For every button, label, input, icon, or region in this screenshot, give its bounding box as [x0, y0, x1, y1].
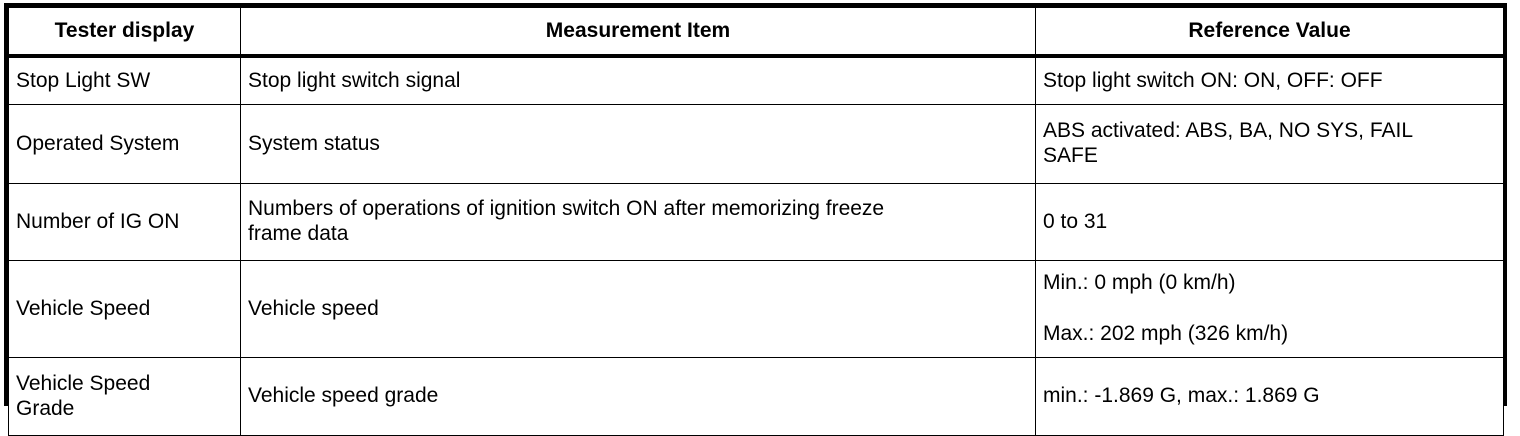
- measurement-table: Tester display Measurement Item Referenc…: [8, 7, 1504, 436]
- cell-text: Vehicle Speed: [16, 296, 151, 320]
- measurement-table-container: Tester display Measurement Item Referenc…: [4, 3, 1507, 436]
- table-row: Operated System System status ABS activa…: [8, 104, 1504, 184]
- cell-text: Vehicle speed grade: [248, 384, 439, 408]
- cell-text: Number of IG ON: [16, 209, 180, 233]
- cell-text: Numbers of operations of ignition switch…: [248, 197, 885, 245]
- cell-text: Vehicle speed: [248, 296, 379, 320]
- cell-text: ABS activated: ABS, BA, NO SYS, FAIL SAF…: [1043, 119, 1414, 167]
- cell-tester-display: Operated System: [8, 104, 241, 184]
- cell-text: Stop Light SW: [16, 68, 151, 92]
- cell-measurement-item: Vehicle speed grade: [240, 357, 1036, 436]
- cell-tester-display: Vehicle Speed Grade: [8, 357, 241, 436]
- cell-tester-display: Vehicle Speed: [8, 260, 241, 358]
- table-header: Tester display Measurement Item Referenc…: [8, 7, 1504, 58]
- column-header-measurement-item: Measurement Item: [240, 7, 1036, 58]
- cell-text: System status: [248, 131, 380, 155]
- cell-reference-value: Stop light switch ON: ON, OFF: OFF: [1035, 55, 1504, 105]
- cell-measurement-item: System status: [240, 104, 1036, 184]
- cell-text: Stop light switch ON: ON, OFF: OFF: [1043, 68, 1383, 92]
- cell-reference-value: 0 to 31: [1035, 183, 1504, 261]
- cell-text: 0 to 31: [1043, 209, 1108, 233]
- column-header-reference-value: Reference Value: [1035, 7, 1504, 58]
- table-row: Vehicle Speed Vehicle speed Min.: 0 mph …: [8, 260, 1504, 358]
- cell-text: min.: -1.869 G, max.: 1.869 G: [1043, 384, 1320, 408]
- reference-value-max: Max.: 202 mph (326 km/h): [1043, 322, 1289, 345]
- cell-reference-value: min.: -1.869 G, max.: 1.869 G: [1035, 357, 1504, 436]
- table-row: Vehicle Speed Grade Vehicle speed grade …: [8, 357, 1504, 436]
- table-row: Number of IG ON Numbers of operations of…: [8, 183, 1504, 261]
- cell-measurement-item: Stop light switch signal: [240, 55, 1036, 105]
- cell-text: Stop light switch signal: [248, 68, 461, 92]
- table-body: Stop Light SW Stop light switch signal S…: [8, 55, 1504, 436]
- table-row: Stop Light SW Stop light switch signal S…: [8, 55, 1504, 105]
- cell-measurement-item: Numbers of operations of ignition switch…: [240, 183, 1036, 261]
- cell-text: Vehicle Speed Grade: [16, 371, 151, 420]
- column-header-tester-display: Tester display: [8, 7, 241, 58]
- cell-measurement-item: Vehicle speed: [240, 260, 1036, 358]
- cell-text: Operated System: [16, 131, 180, 155]
- reference-value-lines: Min.: 0 mph (0 km/h) Max.: 202 mph (326 …: [1043, 271, 1496, 346]
- cell-reference-value: ABS activated: ABS, BA, NO SYS, FAIL SAF…: [1035, 104, 1504, 184]
- cell-reference-value: Min.: 0 mph (0 km/h) Max.: 202 mph (326 …: [1035, 260, 1504, 358]
- reference-value-min: Min.: 0 mph (0 km/h): [1043, 271, 1236, 295]
- cell-tester-display: Number of IG ON: [8, 183, 241, 261]
- cell-tester-display: Stop Light SW: [8, 55, 241, 105]
- table-header-row: Tester display Measurement Item Referenc…: [8, 7, 1504, 58]
